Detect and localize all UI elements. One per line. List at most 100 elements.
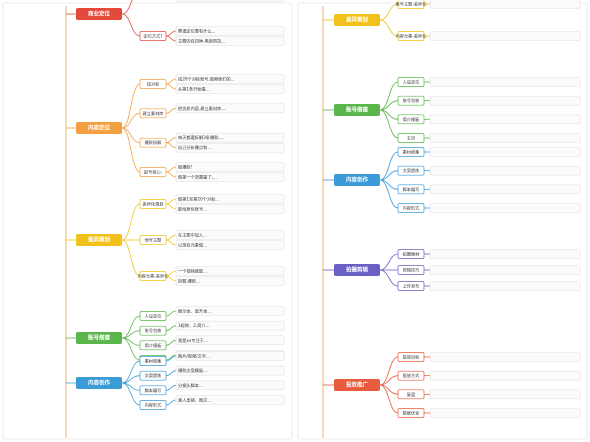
section-node[interactable] [76,234,122,246]
child-label: 数据优化 [403,410,421,417]
leaf-text: 一个视频就能... [178,268,207,275]
leaf-node[interactable] [175,194,285,204]
child-label: 复盘 [407,391,415,398]
section-title: 内容创作 [88,379,111,387]
child-label: 内容形式 [145,402,163,409]
child-label: 账号主题-差异化 [396,1,428,8]
section-title: 投放推广 [346,381,369,389]
leaf-text: 做爆款! [178,164,193,171]
child-label: 内容形式 [403,205,421,212]
section-title: 内容定位 [88,124,111,132]
leaf-node[interactable] [429,95,581,106]
leaf-node[interactable] [175,395,285,405]
child-label: 人设定位 [403,79,420,86]
section-node[interactable] [334,379,380,391]
leaf-node[interactable] [175,74,285,84]
section-node[interactable] [334,174,380,186]
child-label: 内容元素-差异化 [138,273,170,280]
child-label: 文案提炼 [403,167,420,174]
child-label: 文案提炼 [145,372,162,379]
leaf-node[interactable] [429,352,581,362]
leaf-node[interactable] [429,165,581,176]
section-node[interactable] [76,122,122,134]
section-node[interactable] [76,377,122,389]
leaf-text: 找20个对标账号,观察他们的... [178,76,235,83]
child-label: 他号主题 [145,237,163,244]
leaf-text: 我是xx专注于... [178,337,208,344]
leaf-node[interactable] [175,36,285,46]
leaf-node[interactable] [429,389,581,400]
child-label: 投放方式 [403,372,421,379]
leaf-node[interactable] [429,114,581,125]
section-node[interactable] [334,264,380,276]
child-label: 主页 [407,135,415,142]
leaf-node[interactable] [175,103,285,114]
leaf-node[interactable] [429,249,581,259]
leaf-node[interactable] [175,266,285,276]
child-label: 简介模板 [403,116,421,123]
leaf-node[interactable] [429,77,581,87]
leaf-node[interactable] [429,281,581,291]
child-label: 起号核心: [144,169,162,176]
leaf-node[interactable] [175,306,285,316]
leaf-node[interactable] [175,335,285,346]
child-label: 找对标 [147,81,160,88]
leaf-text: 从第1条开始看... [178,86,210,93]
child-label: 爆款拆解 [145,139,162,146]
leaf-node[interactable] [175,84,285,94]
leaf-node[interactable] [429,31,581,41]
leaf-node[interactable] [429,0,581,9]
leaf-node[interactable] [429,370,581,381]
section-title: 差异策划 [88,236,111,244]
child-label: 账号包装 [145,327,163,334]
section-title: 账号搭建 [88,334,111,342]
child-label: 拍摄器材 [403,251,420,258]
leaf-text: 赛道定位要有什么... [178,28,216,35]
leaf-node[interactable] [175,132,285,143]
leaf-text: 1昵称、2.简介... [178,322,210,329]
leaf-node[interactable] [429,203,581,213]
child-label: 差异化规划 [143,201,164,208]
leaf-node[interactable] [175,365,285,376]
section-node[interactable] [334,104,380,116]
section-node[interactable] [76,8,122,20]
leaf-text: 分镜头脚本... [178,382,203,389]
leaf-node[interactable] [429,408,581,418]
leaf-node[interactable] [175,351,285,361]
child-label: 上传发布 [403,283,420,290]
leaf-node[interactable] [175,142,285,153]
section-node[interactable] [334,14,380,26]
section-title: 账号搭建 [346,106,369,114]
leaf-node[interactable] [175,0,285,2]
leaf-node[interactable] [175,26,285,36]
leaf-text: 自己分析爆点和... [178,144,211,151]
leaf-node[interactable] [175,240,285,250]
section-title: 商业定位 [88,10,111,18]
child-label: 脚本编写 [403,186,420,193]
leaf-text: 把优质内容,建立素材库,... [178,105,227,112]
leaf-node[interactable] [175,320,285,331]
section-title: 拍摄剪辑 [346,266,369,274]
section-title: 差异策划 [346,16,369,24]
child-label: 素材收集 [145,358,163,365]
leaf-node[interactable] [175,230,285,240]
child-label: 简介模板 [145,342,163,349]
child-label: 投放目标 [403,354,420,361]
leaf-text: 做第一个选题篇了,... [178,174,217,181]
leaf-node[interactable] [175,162,285,172]
leaf-node[interactable] [429,147,581,157]
leaf-node[interactable] [429,184,581,195]
leaf-node[interactable] [429,265,581,275]
leaf-node[interactable] [175,276,285,286]
section-title: 内容创作 [346,176,369,184]
section-node[interactable] [76,332,122,344]
child-label: 建立素材库 [143,110,164,117]
leaf-node[interactable] [175,172,285,182]
leaf-node[interactable] [175,204,285,214]
leaf-node[interactable] [175,380,285,391]
leaf-node[interactable] [429,133,581,143]
leaf-text: 主要的有四种,电商带货... [178,38,225,45]
child-label: 账号包装 [403,97,421,104]
